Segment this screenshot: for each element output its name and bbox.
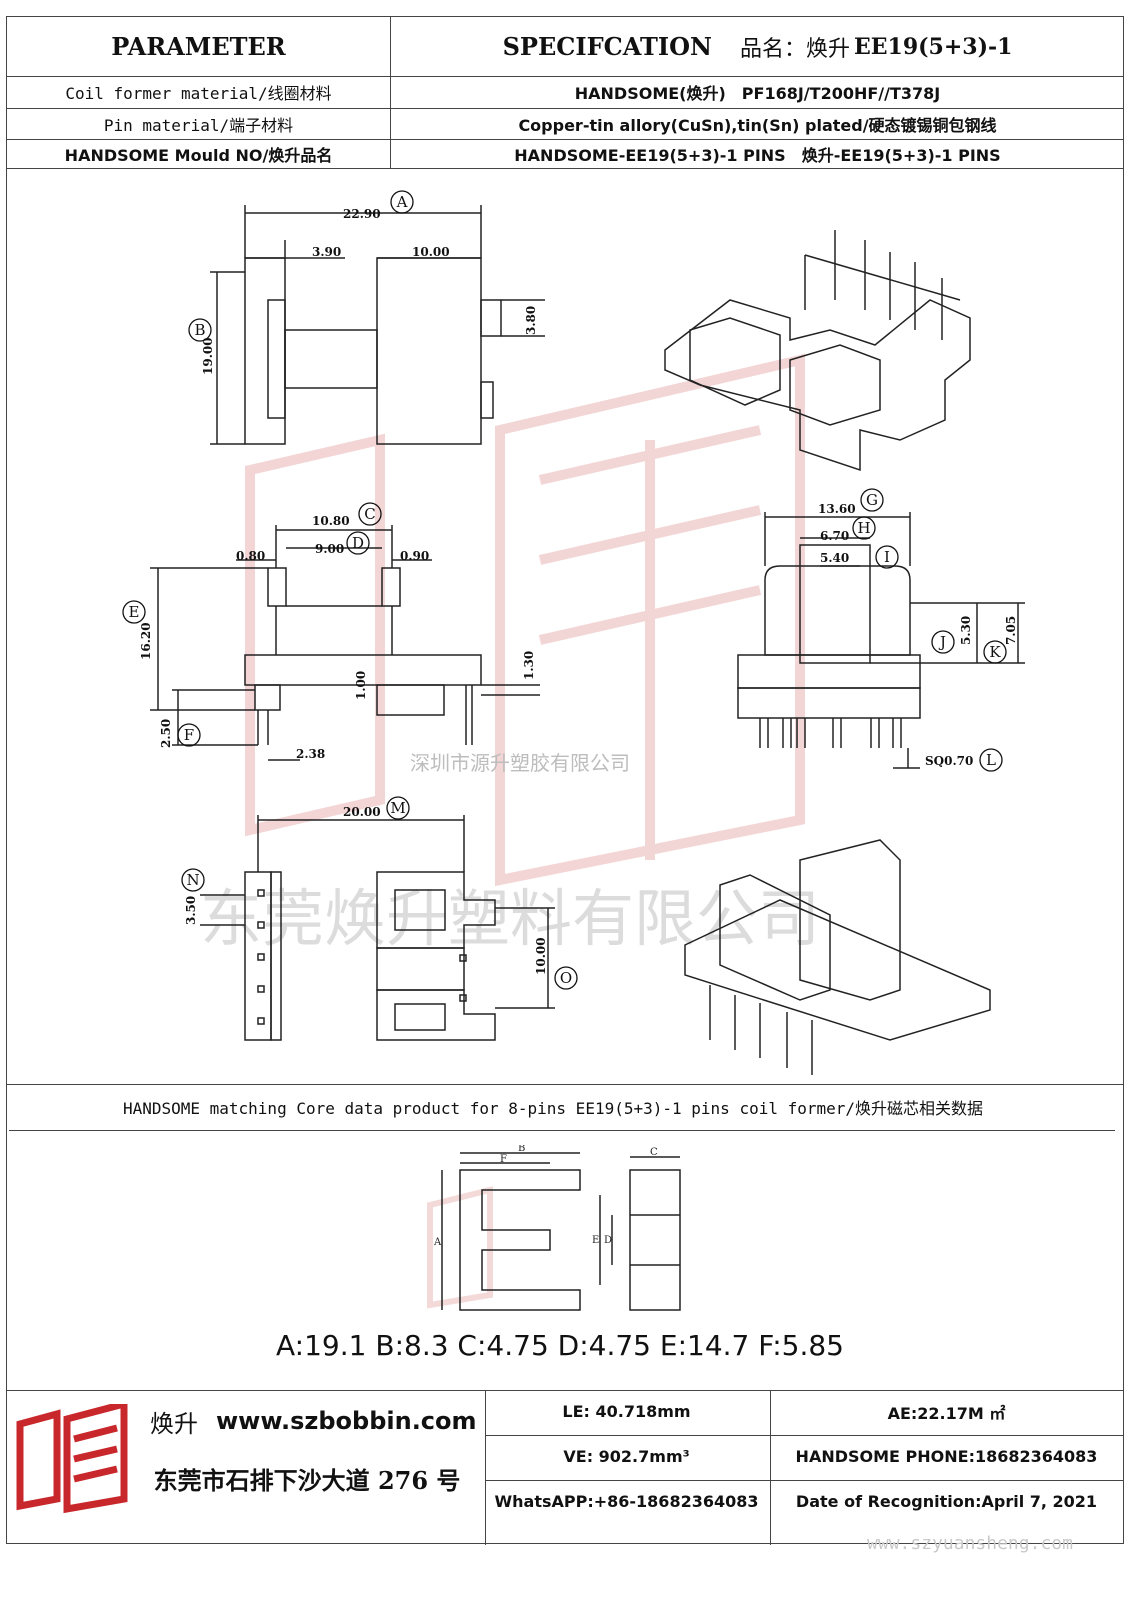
dim-n: 3.50 — [184, 896, 198, 925]
row-value-coil: HANDSOME(焕升) PF168J/T200HF//T378J — [574, 84, 941, 103]
label-a: A — [396, 193, 408, 211]
spec-sheet: PARAMETER SPECIFCATION 品名：焕升 EE19(5+3)-1… — [6, 16, 1125, 1545]
row-label-pin: Pin material/端子材料 — [103, 115, 294, 135]
row-label-coil: Coil former material/线圈材料 — [65, 84, 332, 103]
core-label-f: F — [500, 1154, 507, 1165]
watermark-logo — [245, 353, 805, 887]
spec-header: SPECIFCATION 品名：焕升 EE19(5+3)-1 — [390, 17, 1125, 76]
dim-c: 10.80 — [312, 514, 350, 528]
label-l: L — [986, 751, 996, 769]
watermark-small: 深圳市源升塑胶有限公司 — [410, 751, 630, 775]
dim-d1: 0.80 — [236, 549, 265, 563]
dim-f: 2.50 — [159, 719, 173, 748]
dim-a1: 3.90 — [312, 245, 341, 259]
product-code: EE19(5+3)-1 — [853, 33, 1013, 60]
row-value-pin: Copper-tin allory(CuSn),tin(Sn) plated/硬… — [518, 115, 997, 135]
label-b: B — [194, 321, 205, 339]
core-values: A:19.1 B:8.3 C:4.75 D:4.75 E:14.7 F:5.85 — [276, 1328, 844, 1362]
dim-o: 10.00 — [534, 937, 548, 975]
dim-d: 9.00 — [315, 542, 344, 556]
label-j: J — [938, 633, 946, 651]
core-data-title: HANDSOME matching Core data product for … — [122, 1099, 984, 1118]
parameter-header: PARAMETER — [111, 32, 286, 61]
label-e: E — [129, 603, 140, 621]
footer-address: 东莞市石排下沙大道 276 号 — [153, 1465, 461, 1495]
label-o: O — [560, 969, 572, 987]
label-g: G — [866, 491, 878, 509]
core-drawing: B F C A D E — [427, 1145, 681, 1311]
spec-header-label: SPECIFCATION — [502, 32, 712, 61]
footer-le: LE: 40.718mm — [562, 1402, 691, 1421]
dim-a3: 3.80 — [524, 306, 538, 335]
dim-g: 13.60 — [818, 502, 856, 516]
product-label: 品名：焕升 — [739, 36, 850, 62]
footer-ve: VE: 902.7mm³ — [563, 1447, 690, 1466]
label-c: C — [364, 505, 375, 523]
dim-e: 16.20 — [139, 622, 153, 660]
watermark-big: 东莞焕升塑料有限公司 — [200, 882, 820, 955]
dim-i: 5.40 — [820, 551, 849, 565]
footer-watermark-url: www.szyuansheng.com — [867, 1532, 1073, 1554]
footer-ae: AE:22.17M ㎡ — [887, 1403, 1006, 1423]
company-logo — [16, 1404, 128, 1514]
label-h: H — [857, 519, 870, 537]
row-value-mould: HANDSOME-EE19(5+3)-1 PINS 焕升-EE19(5+3)-1… — [514, 145, 1001, 165]
bobbin-drawing: 深圳市源升塑胶有限公司 东莞焕升塑料有限公司 — [122, 190, 1025, 1075]
core-label-e: E — [592, 1235, 599, 1246]
dim-d2: 0.90 — [400, 549, 429, 563]
label-m: M — [390, 799, 405, 817]
label-f: F — [184, 726, 194, 744]
footer-date: Date of Recognition:April 7, 2021 — [795, 1492, 1098, 1511]
dim-e1: 1.30 — [522, 651, 536, 680]
core-label-a: A — [433, 1237, 442, 1248]
dim-k: 7.05 — [1004, 616, 1018, 645]
label-k: K — [989, 643, 1001, 661]
dim-b: 19.00 — [201, 337, 215, 375]
dim-e2: 1.00 — [354, 671, 368, 700]
label-n: N — [186, 871, 199, 889]
dim-f1: 2.38 — [296, 747, 325, 761]
footer-website[interactable]: www.szbobbin.com — [216, 1407, 477, 1435]
dim-j: 5.30 — [959, 616, 973, 645]
footer-whatsapp: WhatsAPP:+86-18682364083 — [494, 1492, 759, 1511]
core-label-c: C — [650, 1147, 658, 1158]
footer-brand-line: 焕升 www.szbobbin.com — [150, 1398, 480, 1444]
row-label-mould: HANDSOME Mould NO/焕升品名 — [64, 145, 333, 165]
label-d: D — [352, 534, 364, 552]
dim-l: SQ0.70 — [925, 754, 973, 768]
footer-phone: HANDSOME PHONE:18682364083 — [795, 1447, 1098, 1466]
label-i: I — [884, 548, 890, 566]
core-label-b: B — [518, 1145, 525, 1154]
footer-brand: 焕升 — [150, 1409, 198, 1438]
dim-h: 6.70 — [820, 529, 849, 543]
dim-a2: 10.00 — [412, 245, 450, 259]
dim-a: 22.90 — [343, 207, 381, 221]
dim-m: 20.00 — [343, 805, 381, 819]
core-label-d: D — [604, 1235, 612, 1246]
